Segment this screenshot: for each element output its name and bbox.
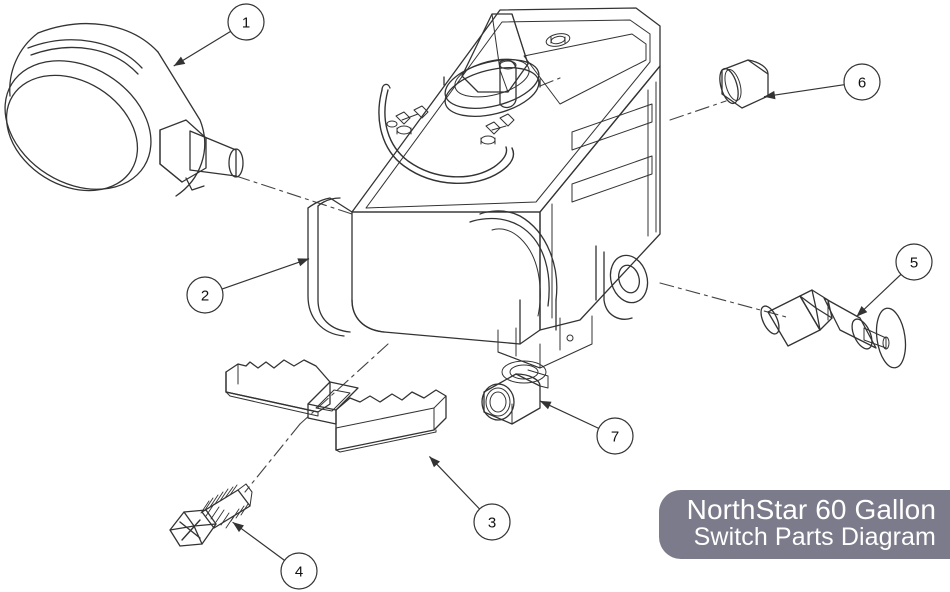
part-switch-housing: [307, 7, 661, 384]
callout-leader-line-2: [221, 258, 310, 290]
callout-number-5: 5: [910, 255, 918, 272]
callout-number-2: 2: [201, 288, 209, 305]
callout-bubble-2[interactable]: [186, 276, 224, 314]
callout-bubble-6[interactable]: [843, 63, 881, 101]
callout-group: 1 2 3 4 5 6 7: [173, 3, 933, 590]
callout-arrowhead-7: [539, 400, 552, 410]
title-line-1: NorthStar 60 Gallon: [686, 494, 936, 526]
callout-arrowhead-3: [429, 456, 441, 468]
part-mounting-bracket: [225, 359, 447, 453]
callout-leader-line-1: [173, 30, 231, 67]
part-hex-bolt: [169, 483, 253, 547]
part-unloader-valve: [760, 289, 907, 369]
assembly-centerline: [235, 77, 791, 493]
callout-bubble-1[interactable]: [227, 3, 265, 41]
callout-arrowhead-6: [763, 90, 776, 100]
callout-leader-line-3: [428, 456, 481, 510]
callout-number-4: 4: [295, 564, 303, 581]
part-pressure-gauge: [4, 23, 244, 197]
title-line-2: Switch Parts Diagram: [693, 523, 936, 552]
callout-leader-line-6: [763, 84, 845, 98]
callout-arrowhead-2: [297, 258, 310, 267]
callout-arrowhead-1: [173, 56, 186, 66]
callout-bubble-7[interactable]: [596, 417, 634, 455]
callout-arrowhead-4: [232, 522, 244, 533]
callout-number-3: 3: [488, 515, 496, 532]
callout-number-6: 6: [858, 75, 866, 92]
callout-bubble-5[interactable]: [895, 243, 933, 281]
callout-number-7: 7: [611, 429, 619, 446]
part-elbow-port-fitting: [481, 369, 549, 425]
callout-bubble-3[interactable]: [473, 503, 511, 541]
title-banner: NorthStar 60 Gallon Switch Parts Diagram: [658, 490, 950, 559]
callout-number-1: 1: [242, 15, 250, 32]
part-end-cap: [719, 59, 769, 109]
callout-arrowhead-5: [856, 306, 868, 317]
callout-bubble-4[interactable]: [280, 552, 318, 590]
